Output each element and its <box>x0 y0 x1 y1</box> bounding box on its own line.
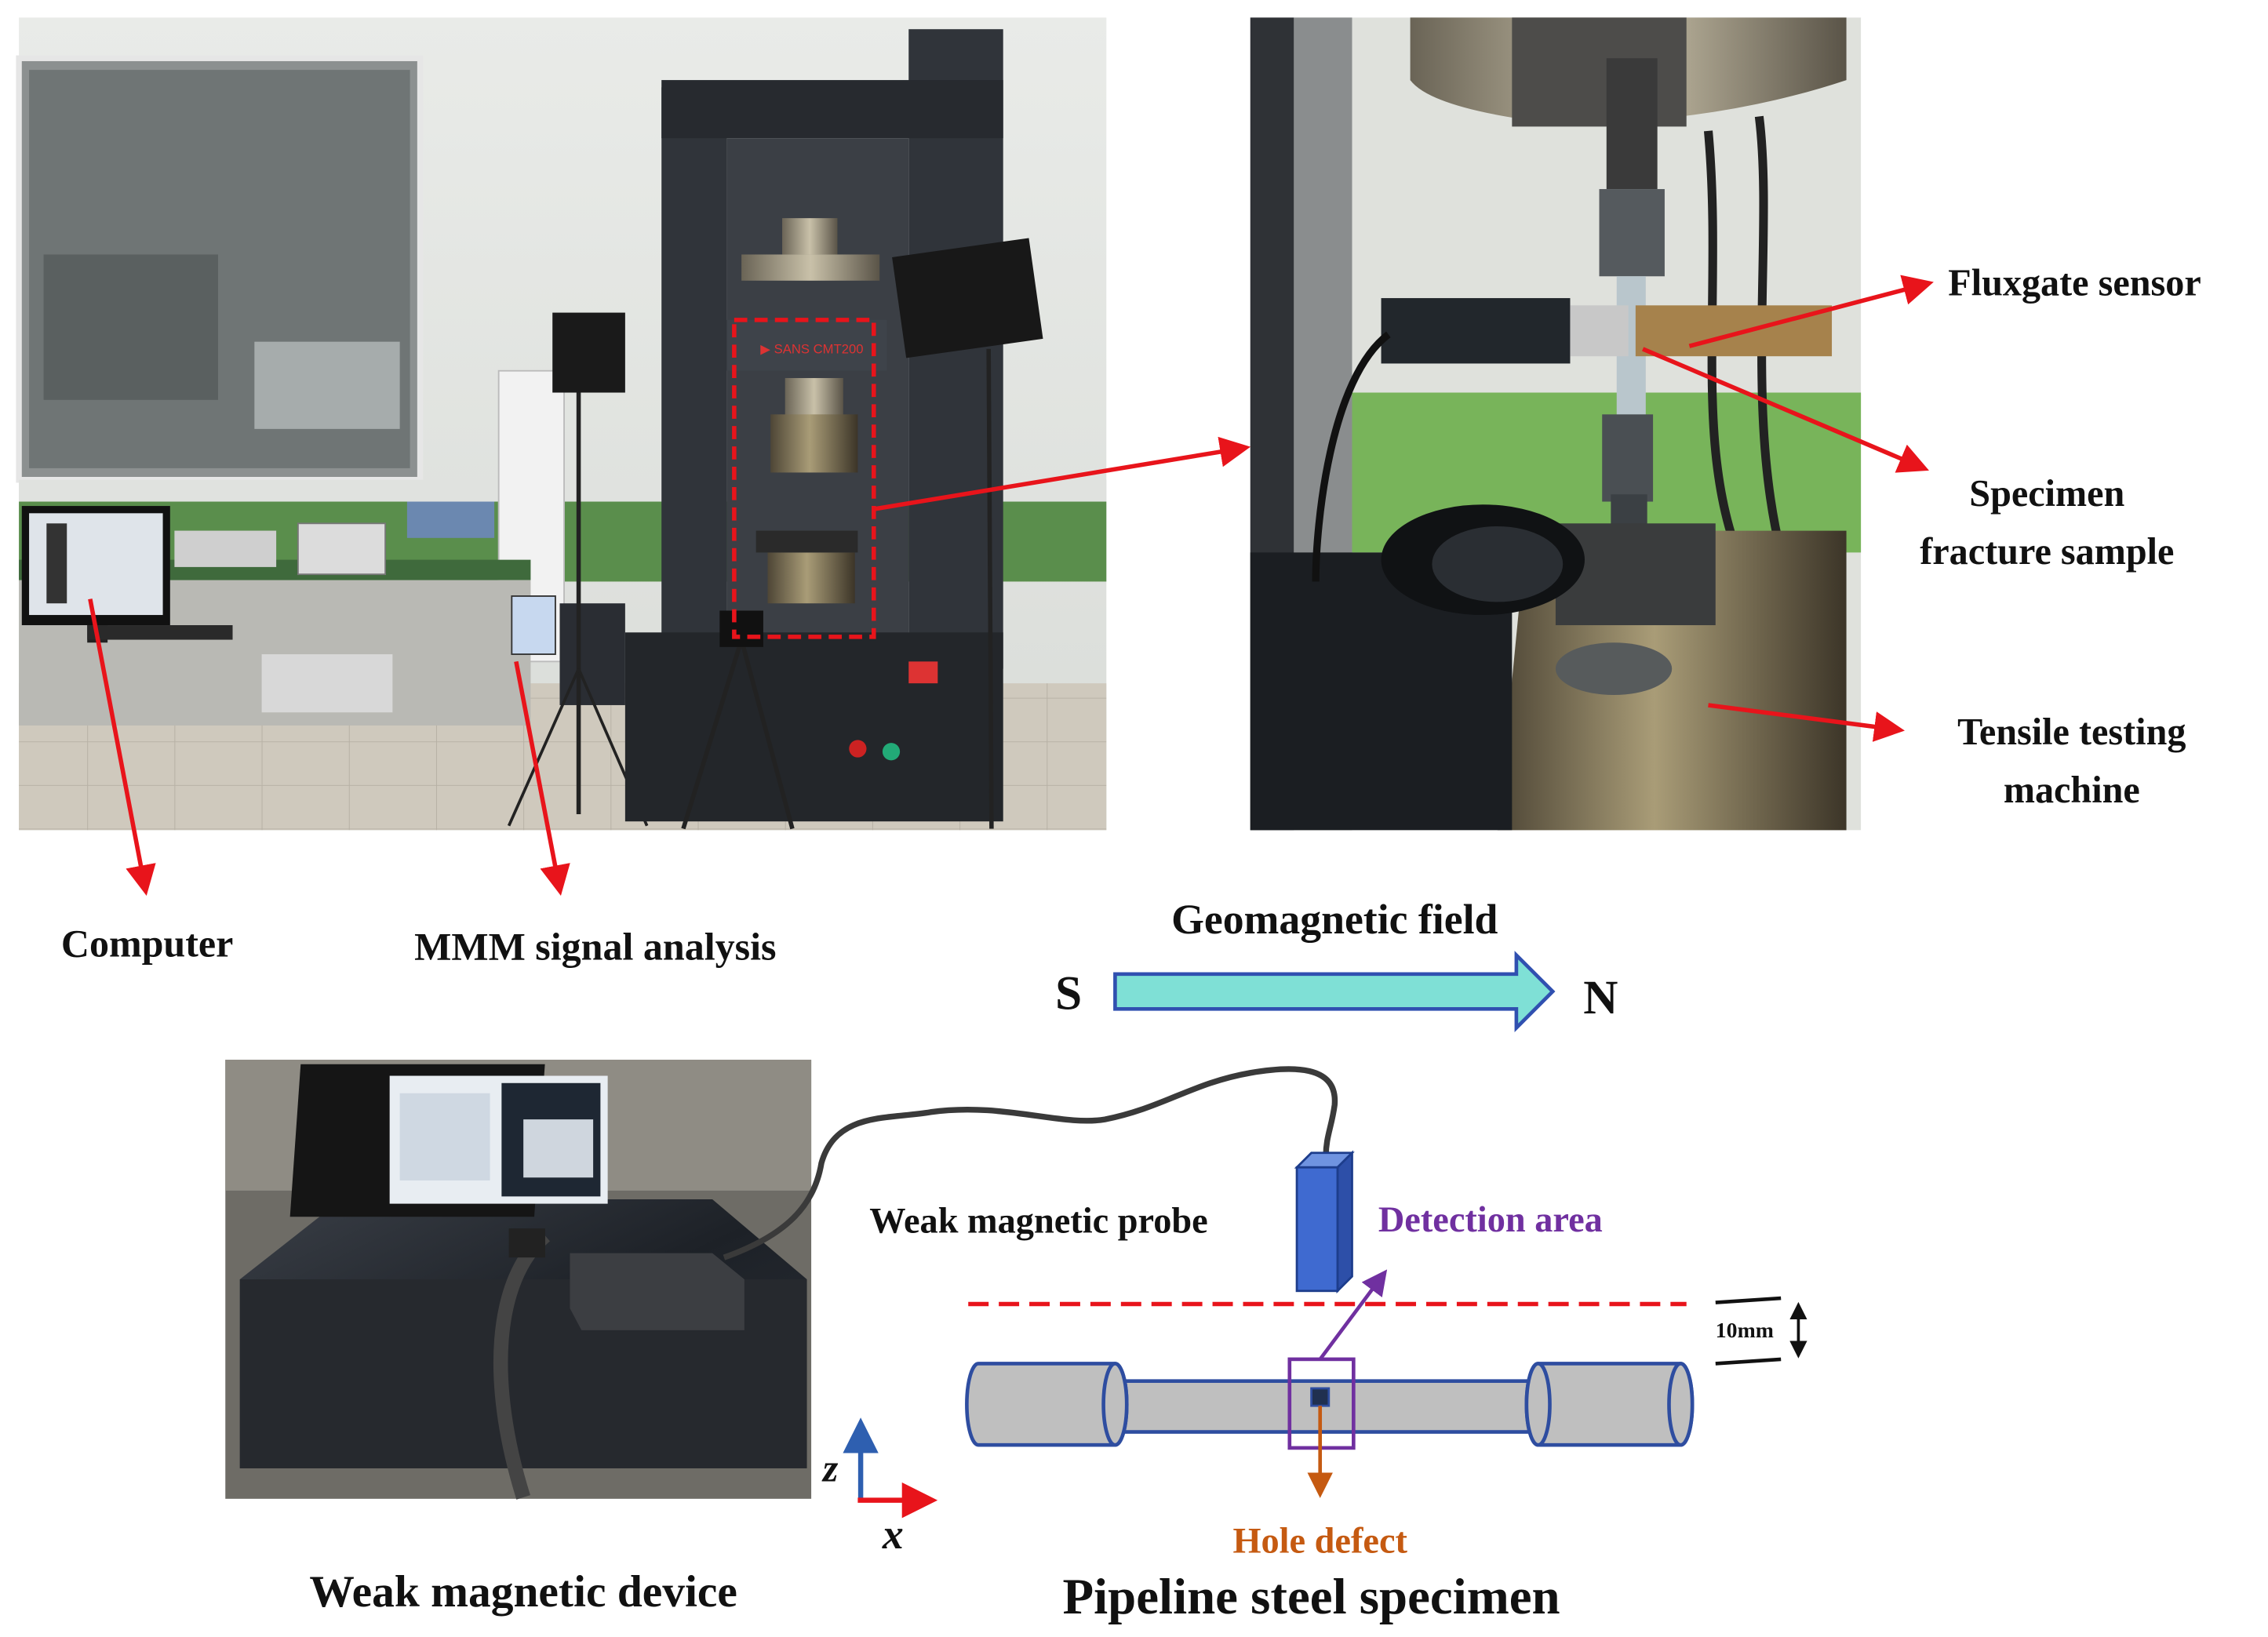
grip-highlight-box <box>732 318 876 639</box>
lab-tensile-machine: ▶ SANS CMT200 <box>624 29 1003 822</box>
weak-magnetic-probe <box>1294 1150 1355 1294</box>
closeup-photo <box>1250 17 1862 831</box>
probe-cable <box>723 1066 1338 1260</box>
label-north: N <box>1583 972 1618 1024</box>
zoom-arrow <box>875 436 1251 511</box>
label-south: S <box>1055 967 1082 1020</box>
svg-text:▶ SANS CMT200: ▶ SANS CMT200 <box>760 341 863 356</box>
label-hole-defect: Hole defect <box>1232 1521 1407 1561</box>
label-fluxgate-sensor: Fluxgate sensor <box>1948 262 2201 304</box>
detection-arrow <box>1318 1269 1388 1361</box>
label-weak-magnetic-probe: Weak magnetic probe <box>869 1202 1208 1242</box>
label-tensile-testing: Tensile testing <box>1957 711 2186 753</box>
label-10mm: 10mm <box>1716 1319 1774 1343</box>
axis-z-label: z <box>821 1446 839 1490</box>
label-computer: Computer <box>61 922 233 966</box>
specimen-caption: Pipeline steel specimen <box>1063 1569 1560 1625</box>
computer-arrow <box>88 598 156 896</box>
axis-x-label: x <box>882 1511 904 1558</box>
lab-photo: ▶ SANS CMT200 <box>16 17 1107 831</box>
lift-off-marker <box>1715 1296 1807 1366</box>
label-specimen: Specimen <box>1969 473 2124 515</box>
label-machine: machine <box>2004 769 2140 811</box>
tensile-arrow <box>1708 703 1906 742</box>
label-mmm-signal-analysis: MMM signal analysis <box>414 924 776 968</box>
device-photo <box>225 1060 812 1500</box>
hole-defect <box>1310 1387 1331 1407</box>
device-caption: Weak magnetic device <box>309 1567 737 1617</box>
fluxgate-arrow <box>1688 275 1934 348</box>
label-detection-area: Detection area <box>1378 1200 1603 1240</box>
specimen-arrow <box>1642 347 1929 473</box>
pipeline-steel-specimen <box>965 1362 1695 1447</box>
coordinate-axes <box>843 1417 938 1519</box>
label-geomagnetic-field: Geomagnetic field <box>1171 896 1498 943</box>
label-fracture-sample: fracture sample <box>1920 531 2174 573</box>
mmm-arrow <box>514 660 570 896</box>
geomagnetic-arrow <box>1113 951 1556 1032</box>
